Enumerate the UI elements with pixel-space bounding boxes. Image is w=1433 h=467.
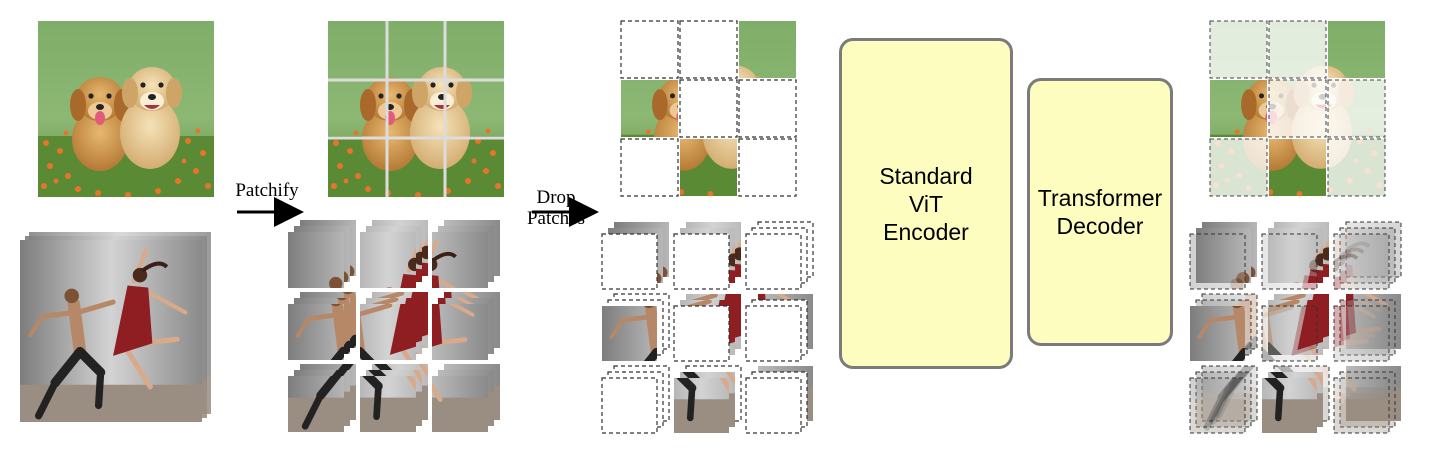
reconstructed-patch-border	[1333, 377, 1390, 434]
encoder-box: Standard ViT Encoder	[839, 38, 1013, 369]
masked-patch	[601, 233, 658, 290]
masked-patch	[679, 20, 738, 79]
decoder-label: Transformer Decoder	[1037, 185, 1163, 239]
reconstructed-patch-border	[1189, 377, 1246, 434]
original-video-stack	[20, 232, 211, 422]
masked-patch	[745, 305, 802, 362]
reconstructed-patch-border	[1333, 233, 1390, 290]
reconstructed-patch-border	[1209, 138, 1268, 197]
masked-patch	[601, 377, 658, 434]
reconstructed-patch-border	[1268, 79, 1327, 138]
reconstructed-image-grid	[1209, 20, 1386, 197]
patchified-image-grid	[328, 21, 504, 197]
original-image	[38, 21, 214, 197]
masked-patch	[679, 79, 738, 138]
decoder-box: Transformer Decoder	[1027, 78, 1173, 346]
drop-label-line2: Patches	[526, 208, 586, 229]
encoder-label: Standard ViT Encoder	[879, 162, 973, 245]
masked-patch	[745, 377, 802, 434]
masked-patch	[745, 233, 802, 290]
masked-video-grid	[601, 221, 814, 434]
reconstructed-video-grid	[1189, 221, 1402, 434]
drop-label-line1: Drop	[536, 187, 576, 208]
reconstructed-patch-border	[1327, 79, 1386, 138]
reconstructed-patch-border	[1261, 233, 1318, 290]
masked-patch	[673, 233, 730, 290]
patchified-video-grid	[288, 220, 500, 432]
patchify-label: Patchify	[235, 180, 299, 201]
drop-patches-label: Drop Patches	[512, 187, 600, 229]
reconstructed-patch-border	[1268, 20, 1327, 79]
masked-patch	[620, 138, 679, 197]
masked-patch	[738, 79, 797, 138]
masked-image-grid	[620, 20, 797, 197]
masked-patch	[738, 138, 797, 197]
masked-patch	[673, 305, 730, 362]
reconstructed-patch-border	[1189, 233, 1246, 290]
reconstructed-patch-border	[1327, 138, 1386, 197]
reconstructed-patch-border	[1333, 305, 1390, 362]
reconstructed-patch-border	[1261, 305, 1318, 362]
reconstructed-patch-border	[1209, 20, 1268, 79]
masked-patch	[620, 20, 679, 79]
